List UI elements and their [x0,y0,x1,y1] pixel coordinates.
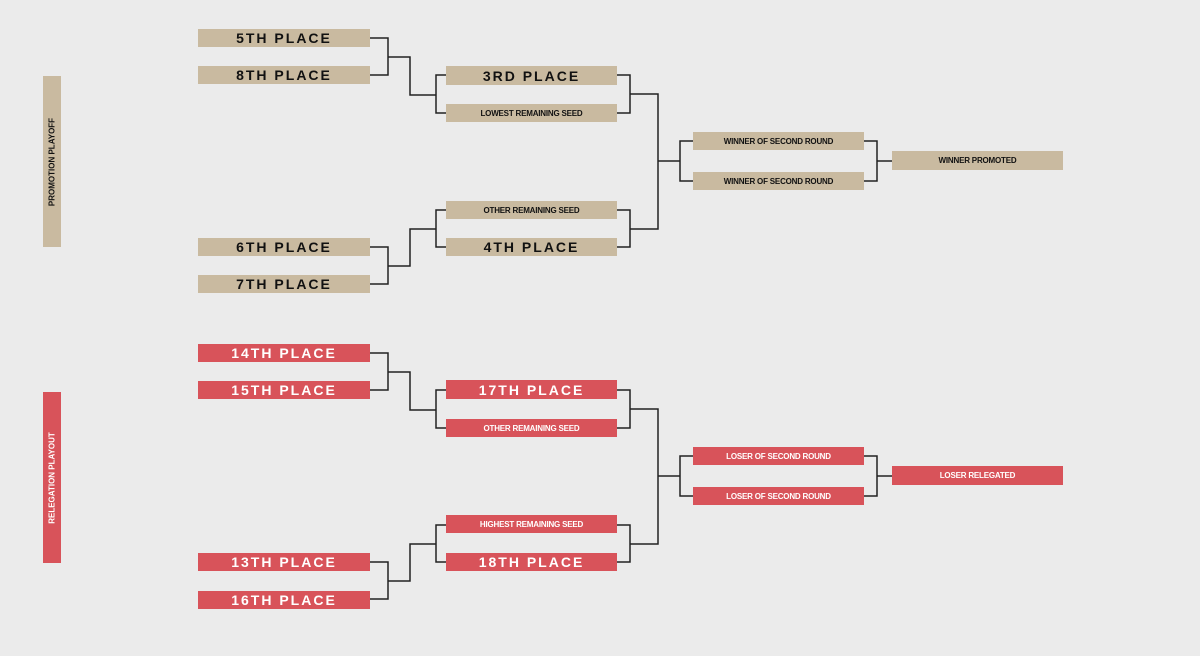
relegation-seed-box: 15TH PLACE [198,381,370,399]
promotion-seed-box: 5TH PLACE [198,29,370,47]
promotion-seed-box: 7TH PLACE [198,275,370,293]
promotion-seed-box: 6TH PLACE [198,238,370,256]
promotion-round3-box: WINNER OF SECOND ROUND [693,172,864,190]
relegation-seed-box: 14TH PLACE [198,344,370,362]
promotion-final-box: WINNER PROMOTED [892,151,1063,170]
promotion-connectors [370,37,892,285]
promotion-round3-box: WINNER OF SECOND ROUND [693,132,864,150]
promotion-seed-box: 8TH PLACE [198,66,370,84]
section-label-text: RELEGATION PLAYOUT [47,431,57,524]
section-label-text: PROMOTION PLAYOFF [47,117,57,206]
relegation-round3-box: LOSER OF SECOND ROUND [693,487,864,505]
relegation-round2-box: 17TH PLACE [446,380,617,399]
relegation-section-label: RELEGATION PLAYOUT [43,392,61,563]
relegation-final-box: LOSER RELEGATED [892,466,1063,485]
relegation-seed-box: 13TH PLACE [198,553,370,571]
promotion-round2-box: LOWEST REMAINING SEED [446,104,617,122]
promotion-round2-box: OTHER REMAINING SEED [446,201,617,219]
relegation-round2-box: OTHER REMAINING SEED [446,419,617,437]
promotion-section-label: PROMOTION PLAYOFF [43,76,61,247]
relegation-seed-box: 16TH PLACE [198,591,370,609]
promotion-round2-box: 3RD PLACE [446,66,617,85]
relegation-round2-box: 18TH PLACE [446,553,617,571]
relegation-round3-box: LOSER OF SECOND ROUND [693,447,864,465]
promotion-round2-box: 4TH PLACE [446,238,617,256]
relegation-round2-box: HIGHEST REMAINING SEED [446,515,617,533]
